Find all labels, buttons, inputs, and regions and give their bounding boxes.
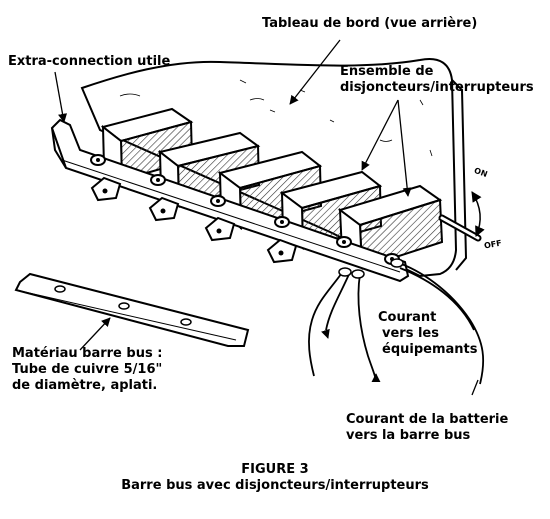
label-dashboard: Tableau de bord (vue arrière) [262, 16, 478, 31]
label-extra-connection: Extra-connection utile [8, 54, 171, 69]
breaker-5 [337, 184, 444, 271]
bus-bar-screw-centers [96, 158, 394, 261]
label-material-3: de diamètre, aplati. [12, 378, 158, 393]
callout-lines [54, 39, 479, 396]
label-breaker-set-1: Ensemble de [340, 64, 434, 79]
label-breaker-set-2: disjoncteurs/interrupteurs [340, 80, 534, 95]
wires [308, 261, 485, 385]
dashboard-edge [451, 79, 468, 271]
wire-connectors [338, 258, 404, 279]
figure-number: FIGURE 3 [241, 462, 309, 477]
label-battery-1: Courant de la batterie [346, 412, 509, 427]
terminal-tab-holes [102, 188, 284, 256]
label-battery-2: vers la barre bus [346, 428, 471, 443]
bus-bar-material [14, 272, 250, 347]
label-material-2: Tube de cuivre 5/16" [12, 362, 163, 377]
label-current-out-2: vers les [382, 326, 439, 341]
on-off-arrow [471, 191, 485, 237]
figure-title: Barre bus avec disjoncteurs/interrupteur… [121, 478, 429, 493]
label-current-out-3: équipemants [382, 342, 478, 357]
label-material-1: Matériau barre bus : [12, 346, 163, 361]
breaker-1 [100, 107, 194, 183]
label-current-out-1: Courant [378, 310, 437, 325]
